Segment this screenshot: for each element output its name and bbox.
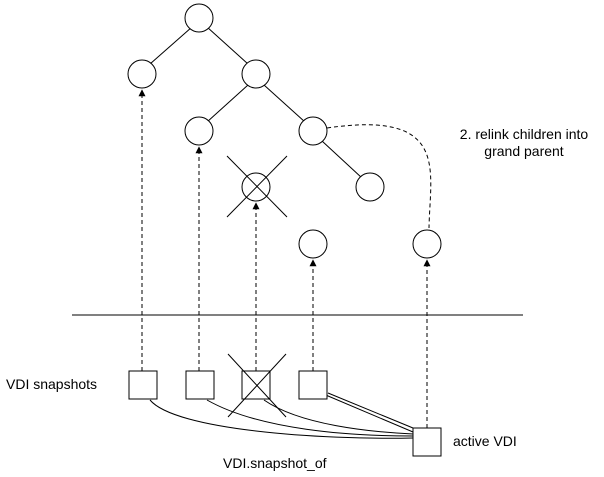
tree-edge <box>149 26 193 65</box>
snapshot-box <box>185 370 215 400</box>
relink-curve <box>326 124 432 229</box>
tree-node <box>355 172 385 202</box>
tree-edge <box>263 84 306 123</box>
snapshot-of-link <box>149 399 414 439</box>
tree-node-root <box>184 3 214 33</box>
snapshot-of-label: VDI.snapshot_of <box>223 455 327 471</box>
dashed-arrows <box>138 89 431 428</box>
tree-nodes <box>127 3 442 259</box>
relink-label-line2: grand parent <box>484 143 564 159</box>
vdi-snapshots-label: VDI snapshots <box>6 376 97 392</box>
tree-edges <box>149 26 363 179</box>
tree-edge <box>206 26 249 65</box>
snapshot-box <box>298 370 328 400</box>
snapshot-of-link <box>263 399 414 435</box>
deleted-node-cross <box>226 155 288 218</box>
snapshot-box <box>128 370 158 400</box>
tree-node-active <box>412 229 442 259</box>
snapshot-of-link <box>206 399 414 437</box>
relink-label-line1: 2. relink children into <box>460 126 589 142</box>
tree-node <box>298 229 328 259</box>
tree-edge <box>206 84 249 123</box>
snapshot-of-links <box>149 392 414 439</box>
snapshot-of-link <box>327 392 414 429</box>
tree-node <box>298 116 328 146</box>
tree-node <box>127 59 157 89</box>
tree-node <box>184 116 214 146</box>
deleted-snapshot-cross <box>227 353 287 418</box>
active-vdi-label: active VDI <box>453 433 517 449</box>
snapshot-boxes <box>128 370 328 400</box>
tree-edge <box>321 140 363 179</box>
tree-node <box>241 59 271 89</box>
active-vdi-box <box>412 427 442 457</box>
snapshot-of-link <box>320 392 414 433</box>
